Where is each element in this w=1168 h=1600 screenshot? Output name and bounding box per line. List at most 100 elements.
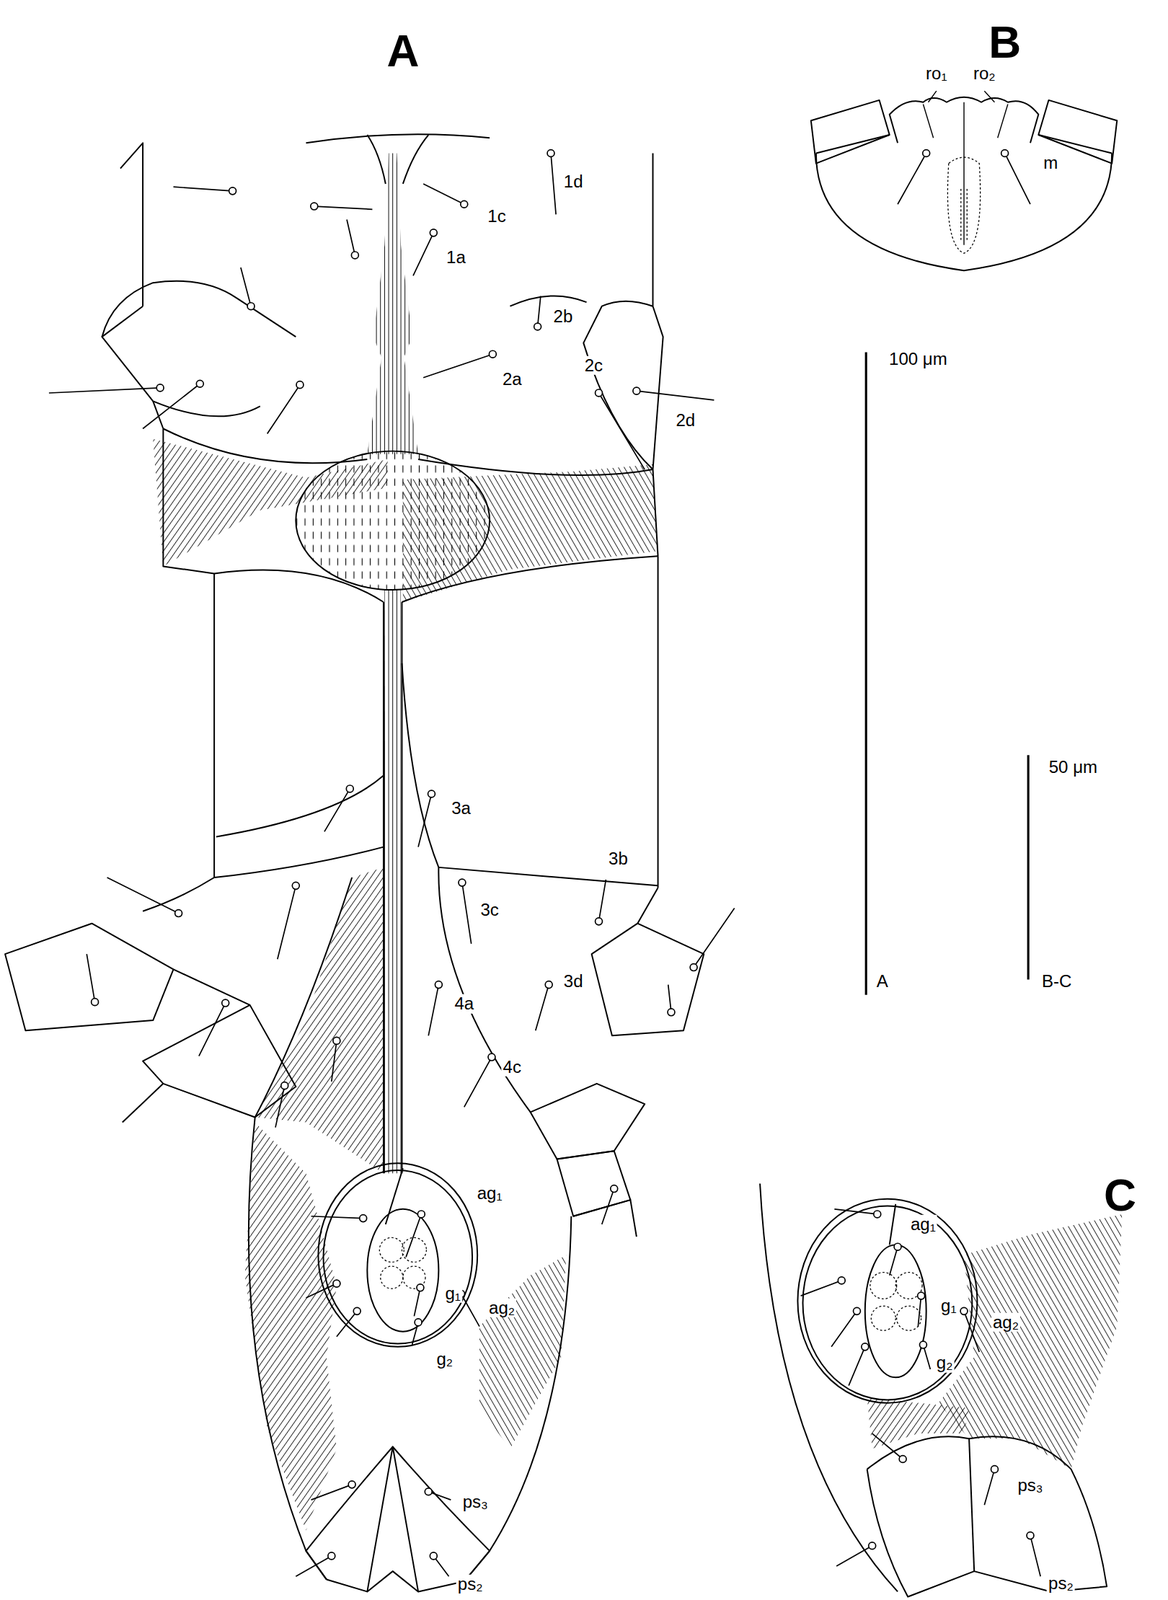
drawing-stroke [142, 1005, 296, 1118]
seta-label: 3c [478, 900, 500, 920]
seta-label: ag₂ [991, 1312, 1021, 1331]
drawing-stroke [156, 384, 164, 392]
drawing-stroke [162, 428, 215, 574]
drawing-stroke [464, 1216, 572, 1582]
drawing-stroke [853, 1307, 861, 1315]
drawing-stroke [897, 152, 1031, 205]
seta-label-slot: 3d [562, 971, 585, 991]
drawing-stroke [229, 187, 237, 195]
drawing-stroke [870, 1272, 897, 1300]
seta-label: 2a [501, 369, 524, 389]
drawing-b-setae [897, 149, 1031, 205]
drawing-stroke [353, 1307, 361, 1315]
drawing-stroke [922, 149, 931, 158]
drawing-stroke [222, 999, 230, 1007]
drawing-c-outline [759, 1183, 1107, 1597]
drawing-stroke [865, 1244, 927, 1378]
drawing-stroke [801, 1209, 1041, 1577]
drawing-stroke [333, 1036, 341, 1044]
drawing-stroke [870, 1305, 896, 1331]
drawing-stroke [418, 459, 653, 476]
seta-label-slot: ro₂ [971, 64, 998, 83]
drawing-stroke [595, 917, 603, 926]
drawing-stroke [317, 1162, 478, 1347]
seta-label-slot: g₁ [443, 1284, 463, 1303]
drawing-stroke [120, 142, 143, 306]
seta-label: ag₁ [475, 1183, 504, 1203]
seta-label: ps₂ [1046, 1573, 1075, 1593]
drawing-stroke [837, 1276, 845, 1285]
drawing-stroke [591, 923, 705, 1037]
drawing-stroke [969, 1438, 975, 1572]
seta-label-slot: 2d [674, 410, 697, 430]
drawing-stroke [873, 1210, 882, 1218]
drawing-c-dotted [870, 1272, 923, 1331]
seta-label: ag₂ [487, 1298, 517, 1318]
drawing-stroke [534, 323, 542, 331]
seta-label-slot: g₂ [935, 1353, 955, 1373]
drawing-stroke [424, 1488, 432, 1496]
drawing-stroke [245, 1122, 337, 1531]
drawing-stroke [333, 1279, 341, 1287]
drawing-stroke [488, 350, 497, 358]
seta-label-slot: 1c [485, 206, 507, 226]
drawing-stroke [292, 881, 300, 889]
drawing-stroke [896, 1305, 922, 1331]
seta-label: 1a [444, 247, 468, 267]
seta-label: ro₂ [971, 64, 998, 83]
seta-label-slot: g₂ [435, 1348, 455, 1368]
drawing-stroke [434, 981, 442, 989]
drawing-stroke [488, 1053, 496, 1061]
drawing-stroke [382, 602, 385, 1174]
panel-letter: B [987, 18, 1023, 68]
drawing-stroke [5, 923, 174, 1032]
drawing-stroke [922, 104, 1008, 139]
scale-label: 100 μm [887, 349, 949, 369]
drawing-stroke [247, 302, 255, 311]
scale-label-slot: B-C [1040, 971, 1073, 991]
seta-label-slot: m [1041, 153, 1060, 173]
drawing-stroke [414, 1318, 422, 1326]
drawing-stroke [573, 1199, 637, 1237]
drawing-stroke [429, 1552, 437, 1560]
drawing-stroke [547, 149, 555, 158]
seta-label-slot: 2c [583, 355, 605, 375]
drawing-stroke [383, 589, 402, 1174]
seta-label: 3d [562, 971, 585, 991]
seta-label-slot: g₁ [939, 1296, 959, 1316]
seta-label-slot: ag₁ [475, 1183, 504, 1203]
drawing-stroke [653, 306, 664, 470]
drawing-stroke [919, 1341, 927, 1349]
drawing-stroke [637, 887, 658, 924]
seta-label: 4c [501, 1057, 523, 1077]
scale-label-slot: A [875, 971, 890, 991]
drawing-a-striae [152, 152, 658, 1530]
seta-label: g₁ [443, 1284, 463, 1303]
drawing-stroke [991, 1465, 999, 1473]
seta-label: g₂ [435, 1348, 455, 1368]
drawing-stroke [366, 1209, 439, 1332]
drawing-stroke [296, 381, 304, 389]
drawing-a-outline [5, 134, 704, 1592]
drawing-stroke [1026, 1532, 1034, 1540]
drawing-stroke [479, 1255, 566, 1450]
seta-label-slot: ro₁ [924, 64, 949, 83]
seta-label-slot: ag₂ [487, 1298, 517, 1318]
scale-label-slot: 50 μm [1047, 757, 1099, 777]
seta-label: 3a [449, 798, 473, 817]
drawing-stroke [359, 1214, 367, 1223]
scale-label: 50 μm [1047, 757, 1099, 777]
drawing-stroke [595, 389, 603, 397]
seta-label: 4a [452, 994, 476, 1013]
drawing-stroke [152, 400, 163, 429]
drawing-stroke [689, 963, 698, 972]
panel-letter-slot: C [1102, 1170, 1138, 1220]
drawing-a-dotted [379, 1237, 427, 1289]
scale-label: A [875, 971, 890, 991]
drawing-stroke [366, 134, 386, 184]
drawing-stroke [759, 1183, 898, 1592]
scale-label: B-C [1040, 971, 1073, 991]
seta-label-slot: ps₂ [1046, 1573, 1075, 1593]
seta-label-slot: 1d [562, 172, 585, 192]
